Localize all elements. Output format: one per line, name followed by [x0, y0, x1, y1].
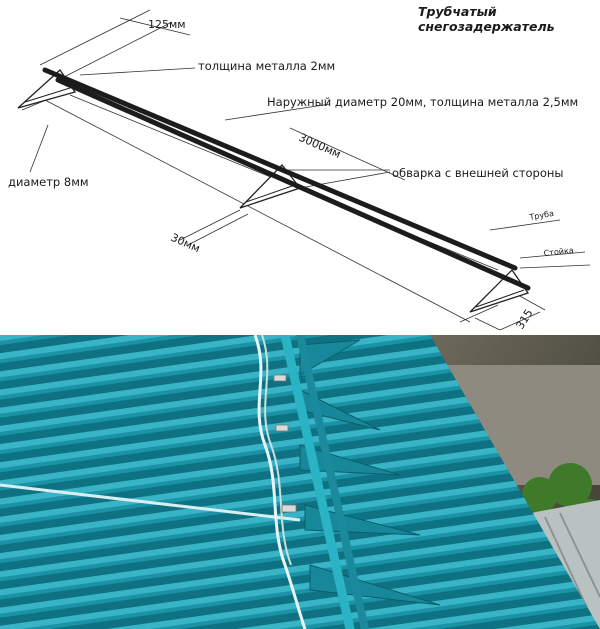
- tube-lower: [55, 77, 531, 291]
- leader-diameter-8: [29, 124, 49, 173]
- guard-tube-2: [296, 335, 369, 629]
- lightning-wire: [253, 335, 307, 629]
- dim-line-125-main: [119, 17, 191, 36]
- label-stand: Стойка: [543, 246, 574, 258]
- guard-tube-1: [280, 335, 355, 629]
- dim-line-30-b: [187, 213, 249, 246]
- bracket-middle: [239, 164, 302, 209]
- roof-sheet: [0, 335, 600, 629]
- label-125: 125мм: [148, 18, 186, 31]
- dim-line-3000-top: [289, 127, 406, 181]
- clamp-2: [275, 424, 289, 432]
- dim-line-315-c: [517, 294, 546, 311]
- dim-line-125-b: [61, 21, 173, 79]
- dim-line-3000: [44, 99, 471, 323]
- label-315: 315: [514, 307, 536, 332]
- dim-line-125-a: [39, 9, 151, 66]
- dim-line-315-a: [474, 317, 501, 331]
- dim-line-stand-a: [519, 251, 586, 259]
- label-outer-diameter: Наружный диаметр 20мм, толщина металла 2…: [267, 95, 578, 109]
- title-line2: снегозадержатель: [418, 19, 555, 34]
- title-line1: Трубчатый: [418, 4, 497, 19]
- tube-upper: [42, 67, 518, 271]
- label-30: 30мм: [169, 231, 202, 255]
- guard-bracket-1: [299, 339, 361, 376]
- dim-line-30-a: [179, 209, 241, 241]
- snow-guard-drawing: Трубчатый снегозадержатель 125мм толщина…: [8, 4, 591, 332]
- sheet-joint: [0, 483, 301, 522]
- label-tube: Труба: [528, 209, 555, 222]
- leader-outer-diameter: [224, 103, 331, 121]
- leader-metal-thickness: [79, 67, 196, 76]
- clamp-1: [273, 374, 287, 382]
- dim-line-tube: [489, 219, 561, 231]
- clamp-3: [281, 504, 297, 513]
- label-3000: 3000мм: [297, 131, 343, 161]
- label-diameter-8: диаметр 8мм: [8, 175, 89, 189]
- dim-line-stand-b: [519, 264, 591, 269]
- dim-line-3000-right: [459, 304, 499, 323]
- label-welding: обварка с внешней стороны: [392, 166, 564, 180]
- guard-bracket-4: [304, 504, 421, 536]
- roof-photo: [0, 335, 600, 629]
- label-metal-thickness: толщина металла 2мм: [198, 59, 335, 73]
- dim-line-315-b: [499, 311, 541, 331]
